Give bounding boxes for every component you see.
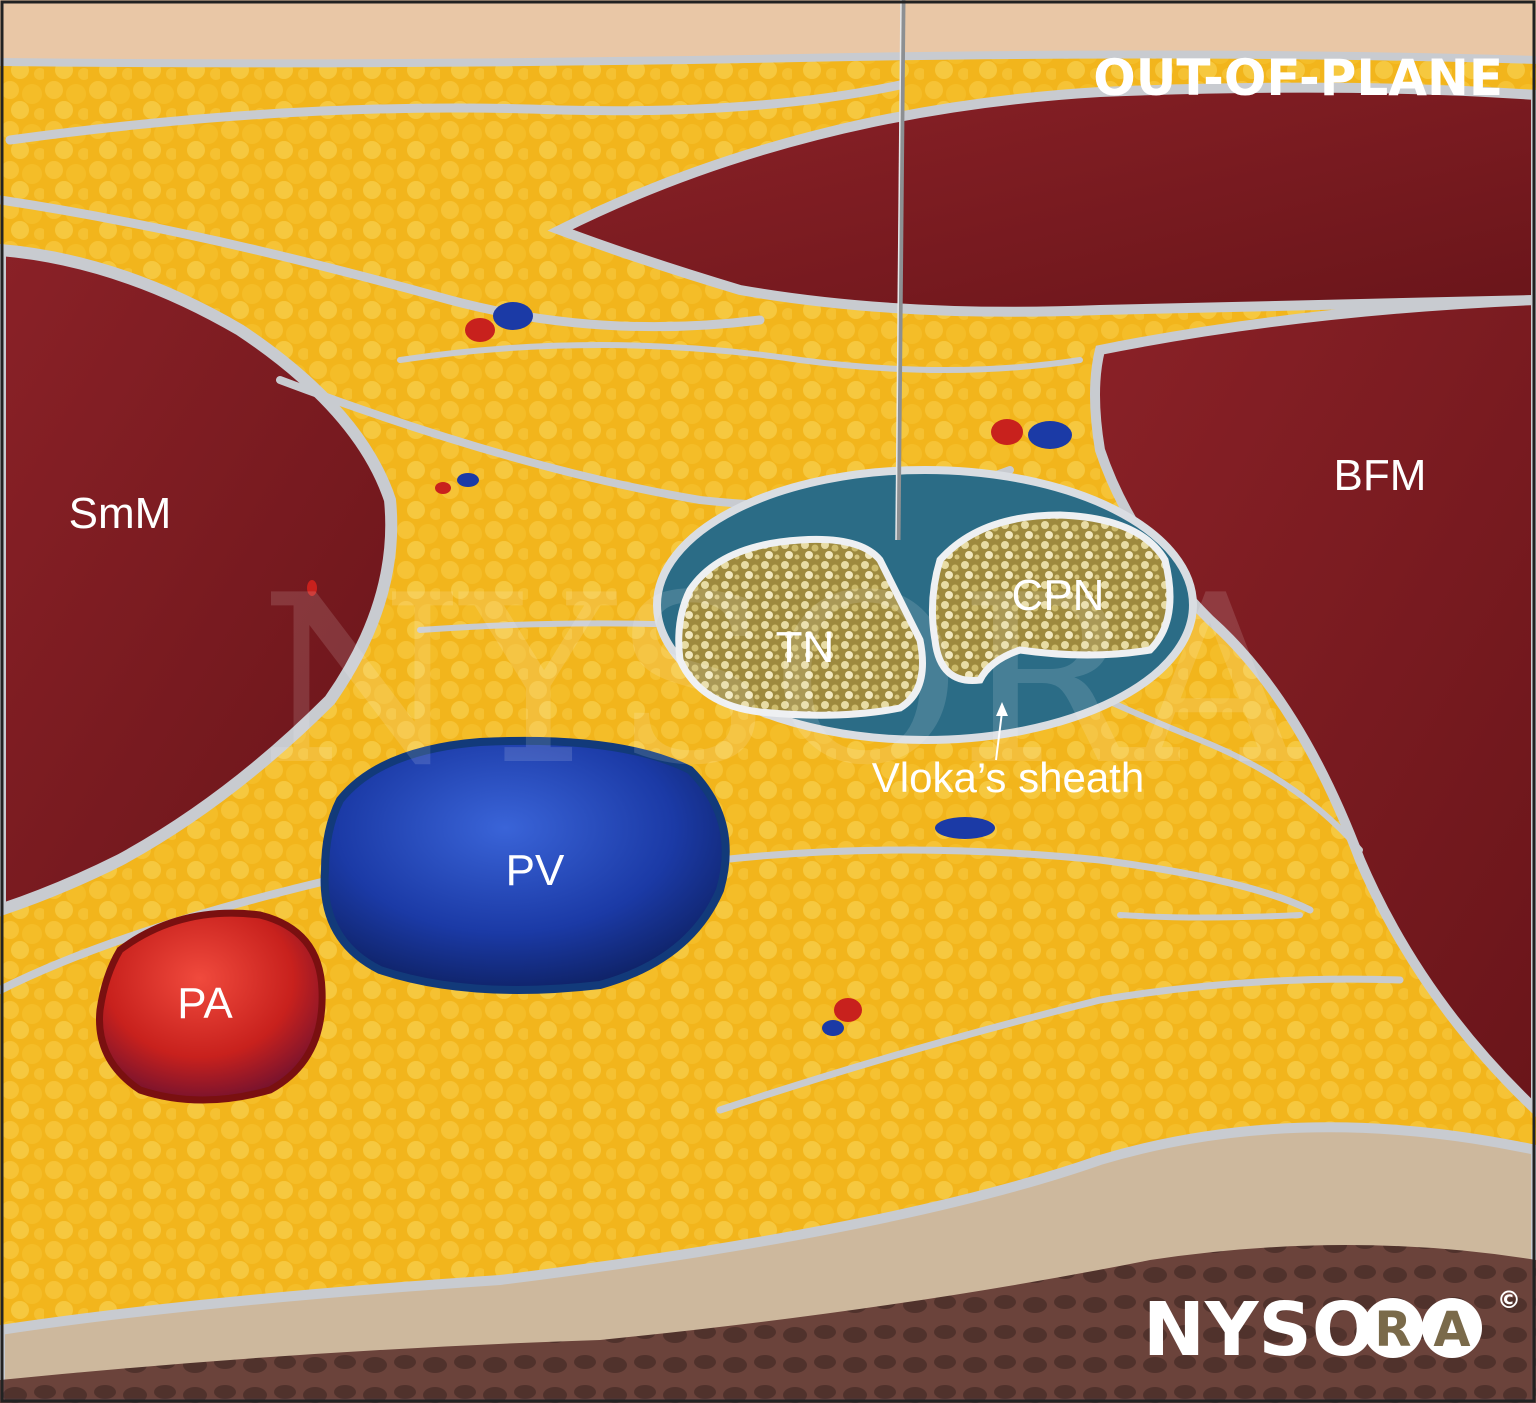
label-vlokas-sheath: Vloka’s sheath <box>872 754 1144 801</box>
skin-layer <box>0 0 1536 62</box>
label-smm: SmM <box>69 489 172 538</box>
small-vessels <box>307 302 1072 1036</box>
watermark-text: NYSORA <box>261 548 1302 815</box>
logo-copyright: © <box>1497 1286 1521 1314</box>
logo-r-circle <box>1363 1298 1423 1358</box>
popliteal-vein <box>320 736 730 994</box>
common-peroneal-nerve <box>928 511 1174 684</box>
sheath-pointer-arrow <box>995 711 1003 761</box>
popliteal-artery <box>96 909 326 1104</box>
approach-title: OUT-OF-PLANE <box>1093 49 1503 107</box>
nysora-logo: NYSO R A © <box>1143 1286 1521 1373</box>
needle <box>895 0 906 541</box>
label-pv: PV <box>506 846 565 895</box>
logo-r-letter: R <box>1375 1302 1412 1358</box>
logo-a-letter: A <box>1433 1302 1470 1358</box>
bone-marrow <box>0 1245 1536 1403</box>
label-bfm: BFM <box>1334 451 1427 500</box>
fascia-lines <box>0 80 1404 1114</box>
semimembranosus-muscle <box>0 243 398 917</box>
logo-text: NYSO <box>1143 1287 1375 1373</box>
skin-fascia-line <box>0 50 1536 68</box>
needle-highlight <box>895 0 902 541</box>
label-pa: PA <box>177 979 233 1028</box>
sheath-pointer-arrowhead <box>996 702 1008 716</box>
label-tn: TN <box>776 623 835 672</box>
label-cpn: CPN <box>1012 571 1105 620</box>
biceps-femoris-muscle <box>1090 294 1536 1117</box>
logo-a-circle <box>1422 1298 1482 1358</box>
tibial-nerve <box>675 535 926 719</box>
